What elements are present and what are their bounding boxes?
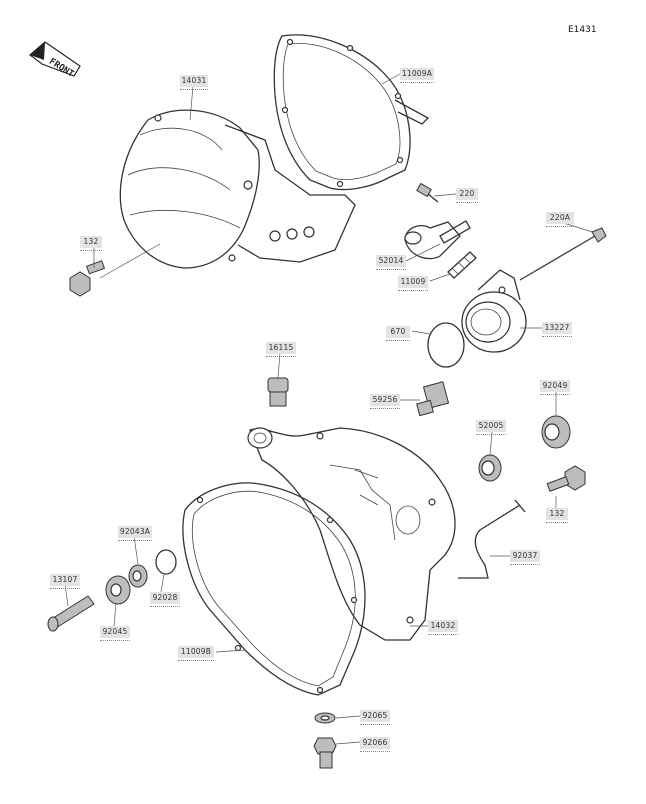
housing-13227 [461, 269, 527, 353]
label-92049: 92049 [540, 380, 570, 395]
gasket-lower [182, 482, 366, 696]
screw-220 [416, 182, 439, 203]
label-92045: 92045 [100, 626, 130, 641]
clutch-cover-upper [119, 109, 356, 269]
label-11009b: 11009B [178, 646, 214, 661]
seal-52005 [478, 454, 502, 482]
seal-92043a [128, 564, 148, 588]
label-220: 220 [456, 188, 478, 203]
label-14032: 14032 [428, 620, 458, 635]
label-11009a: 11009A [400, 68, 434, 83]
shaft-13107 [47, 595, 95, 632]
label-16115: 16115 [266, 342, 296, 357]
ring-92028 [155, 549, 177, 575]
label-92065: 92065 [360, 710, 390, 725]
drain-bolt-92066 [313, 737, 337, 769]
spring-11009 [447, 251, 477, 279]
label-52005: 52005 [476, 420, 506, 435]
bearing-92049 [541, 415, 571, 449]
bolt-220a [519, 227, 607, 281]
label-92043a: 92043A [118, 526, 152, 541]
bolt-132-upper [69, 260, 106, 297]
o-ring-670 [427, 322, 465, 368]
label-52014: 52014 [376, 255, 406, 270]
label-92066: 92066 [360, 737, 390, 752]
bolt-132-right [546, 465, 586, 492]
label-59256: 59256 [370, 394, 400, 409]
label-220a: 220A [546, 212, 574, 227]
plug-16115 [267, 377, 289, 407]
label-92028: 92028 [150, 592, 180, 607]
leader-lines [64, 73, 593, 745]
label-132-upper: 132 [80, 236, 102, 251]
label-132-right: 132 [546, 508, 568, 523]
gasket-upper [273, 34, 430, 191]
diagram-code: E1431 [568, 25, 597, 35]
label-670: 670 [386, 326, 410, 341]
label-11009: 11009 [398, 276, 428, 291]
label-13227: 13227 [542, 322, 572, 337]
front-arrow-icon: FRONT [29, 41, 81, 80]
sensor-59256 [416, 381, 450, 417]
bearing-92045 [105, 575, 131, 605]
label-13107: 13107 [50, 574, 80, 589]
pipe-92037 [458, 499, 526, 579]
crankcase-cover-lower [247, 427, 456, 641]
label-92037: 92037 [510, 550, 540, 565]
washer-92065 [314, 712, 336, 724]
label-14031: 14031 [180, 75, 208, 90]
pipe-52014 [404, 220, 471, 260]
